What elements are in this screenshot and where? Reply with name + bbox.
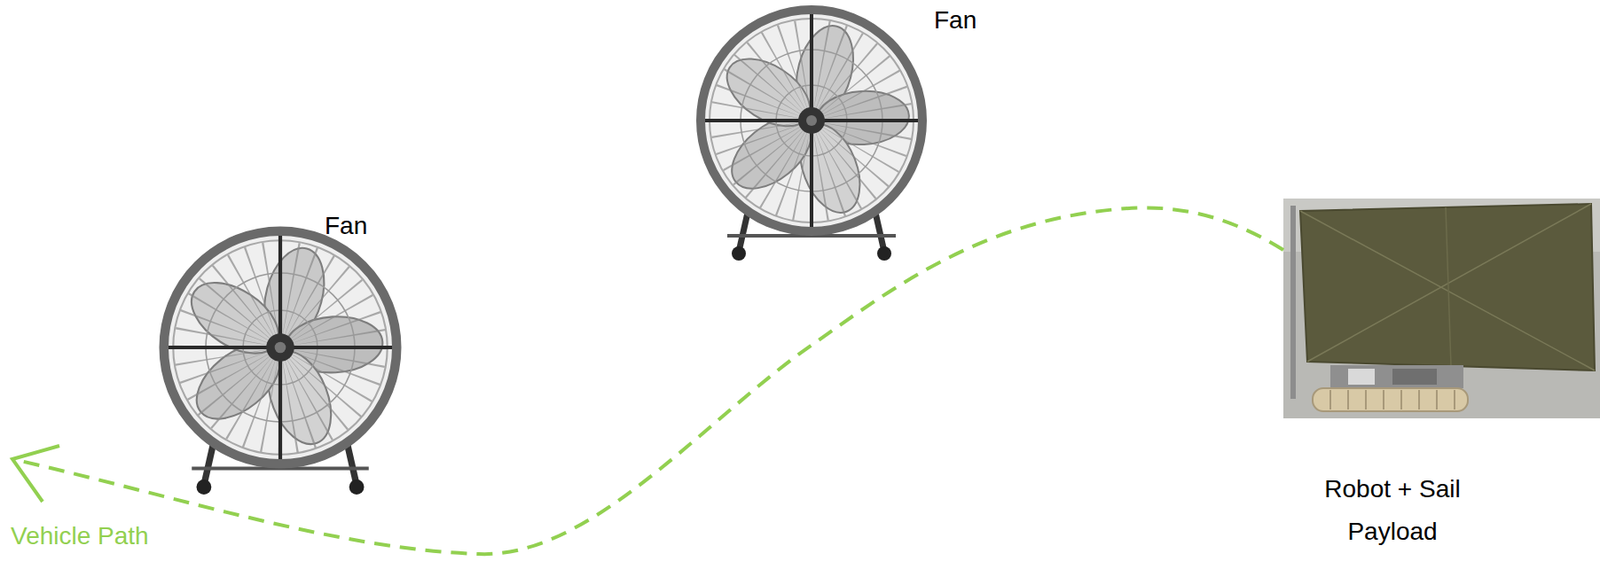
robot-caption: Robot + Sail Payload <box>1303 468 1482 554</box>
fan-label: Fan <box>933 5 977 36</box>
path-label: Vehicle Path <box>10 521 150 552</box>
fan-illustration <box>152 220 410 495</box>
fan-illustration <box>689 0 934 261</box>
fan-label: Fan <box>324 211 368 242</box>
vehicle-path <box>12 207 1284 555</box>
robot-photo <box>1283 198 1600 419</box>
